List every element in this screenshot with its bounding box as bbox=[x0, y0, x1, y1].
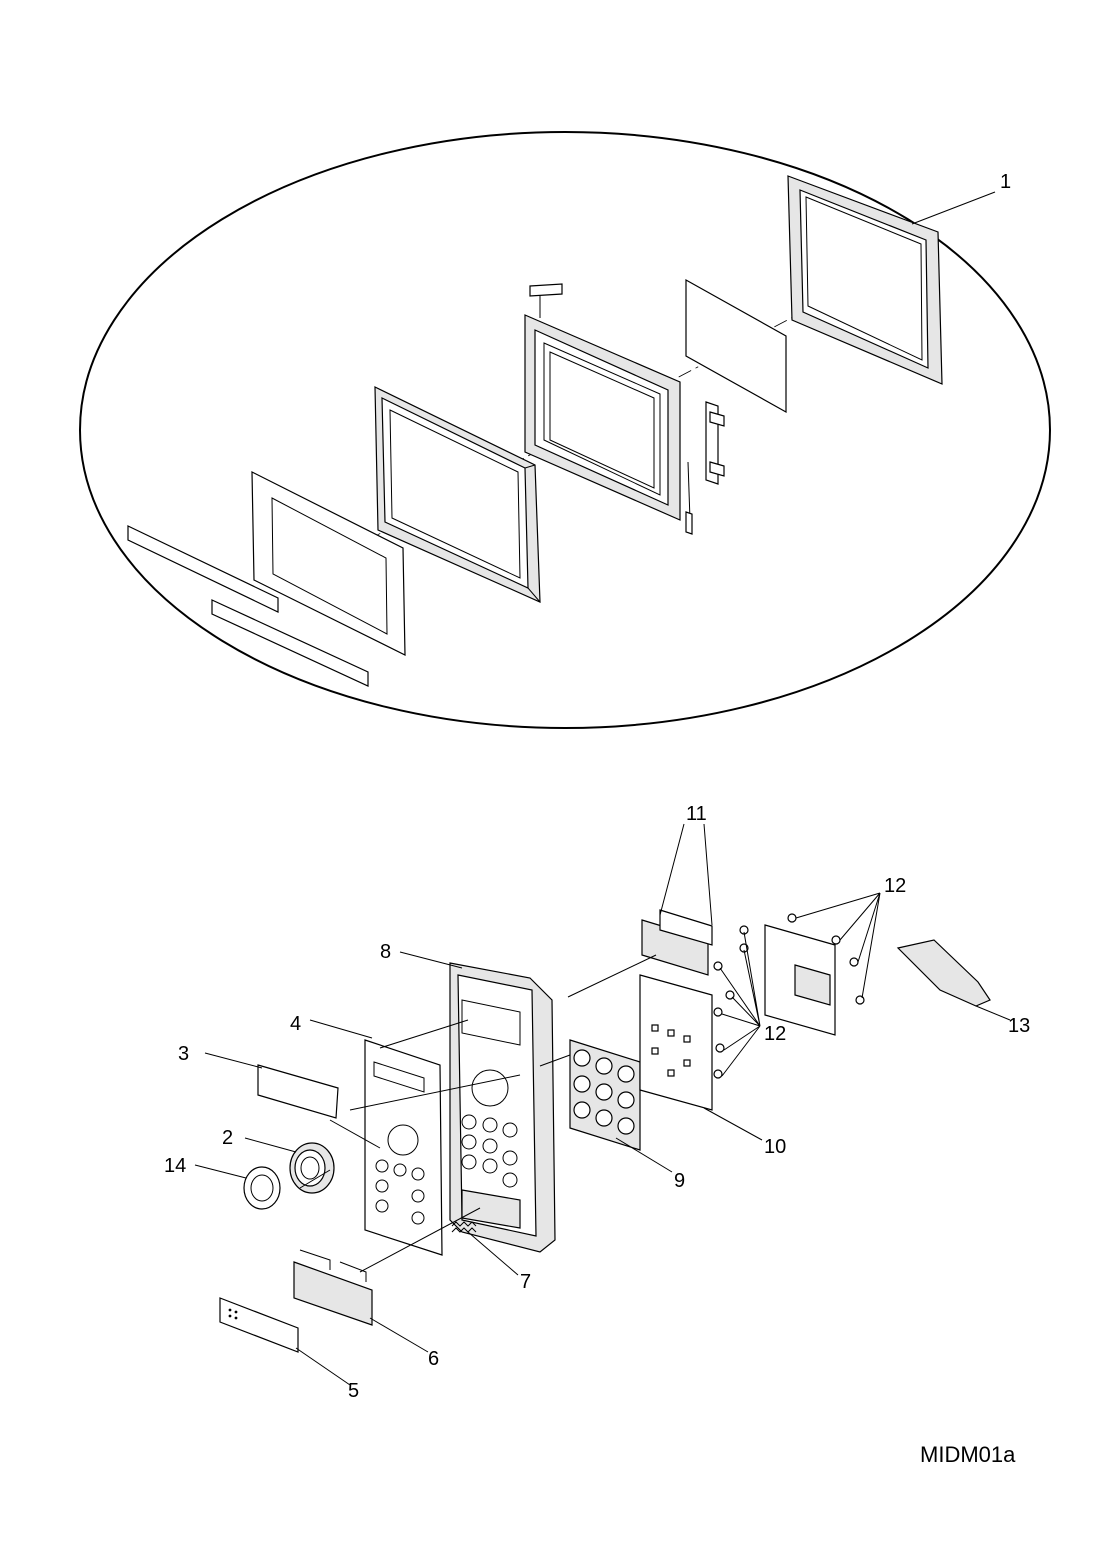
display-window bbox=[257, 1064, 339, 1119]
door-outer-frame bbox=[374, 386, 541, 603]
control-pcb bbox=[639, 974, 713, 1111]
leader-line-12b bbox=[795, 892, 881, 999]
callout-8: 8 bbox=[380, 941, 391, 963]
callout-9: 9 bbox=[674, 1170, 685, 1192]
callout-13: 13 bbox=[1008, 1015, 1030, 1037]
callout-5: 5 bbox=[348, 1380, 359, 1402]
control-panel-overlay bbox=[364, 1039, 443, 1256]
power-pcb bbox=[764, 924, 836, 1036]
leader-line-2 bbox=[244, 1137, 297, 1153]
door-trim-strip-upper bbox=[127, 525, 279, 613]
drawing-reference: MIDM01a bbox=[920, 1442, 1016, 1467]
door-assembly-outline bbox=[79, 131, 1051, 729]
choke-glass-plate bbox=[685, 278, 787, 414]
door-frame-rear bbox=[787, 175, 943, 385]
callout-1: 1 bbox=[1000, 171, 1011, 193]
callout-14: 14 bbox=[164, 1155, 186, 1177]
door-latch-hook bbox=[705, 401, 725, 485]
leader-line-14 bbox=[194, 1164, 247, 1179]
leader-line-3 bbox=[204, 1052, 263, 1069]
leader-line-1 bbox=[911, 191, 996, 225]
callout-11: 11 bbox=[686, 803, 707, 825]
mounting-bracket bbox=[896, 939, 991, 1007]
leader-line-12a bbox=[719, 931, 761, 1077]
panel-axis-a bbox=[567, 954, 657, 998]
knob-cap bbox=[243, 1166, 281, 1210]
button-frame-bracket bbox=[293, 1249, 373, 1326]
panel-axis-b bbox=[539, 1054, 571, 1067]
keypad-membrane bbox=[569, 1039, 641, 1151]
panel-axis-e bbox=[329, 1119, 381, 1149]
callout-12a: 12 bbox=[764, 1023, 786, 1045]
door-front-glass bbox=[251, 471, 406, 656]
control-panel-housing bbox=[449, 962, 556, 1253]
panel-axis-g bbox=[359, 1207, 481, 1273]
callout-4: 4 bbox=[290, 1013, 301, 1035]
leader-line-11 bbox=[659, 823, 713, 926]
latch-spring bbox=[685, 461, 693, 535]
callout-10: 10 bbox=[764, 1136, 786, 1158]
button-strip bbox=[219, 1297, 299, 1353]
callout-3: 3 bbox=[178, 1043, 189, 1065]
door-hinge-top bbox=[529, 283, 563, 318]
display-module bbox=[641, 909, 713, 976]
door-trim-strip-lower bbox=[211, 599, 369, 687]
panel-axis-d bbox=[349, 1074, 521, 1111]
callout-7: 7 bbox=[520, 1271, 531, 1293]
leader-line-6 bbox=[369, 1317, 429, 1353]
panel-axis-f bbox=[299, 1169, 331, 1189]
callout-6: 6 bbox=[428, 1348, 439, 1370]
callout-2: 2 bbox=[222, 1127, 233, 1149]
door-assembly-group: 1 bbox=[79, 131, 1051, 729]
leader-line-5 bbox=[295, 1347, 351, 1386]
panel-axis-c bbox=[379, 1019, 469, 1049]
button-spring bbox=[451, 1221, 477, 1233]
leader-line-9 bbox=[615, 1137, 673, 1173]
inner-door-panel bbox=[524, 314, 681, 521]
control-knob bbox=[289, 1142, 335, 1194]
callout-12b: 12 bbox=[884, 875, 906, 897]
leader-line-13 bbox=[975, 1005, 1011, 1021]
control-panel-group: 8 4 3 2 14 7 6 5 9 10 11 12 12 13 bbox=[164, 803, 1030, 1402]
leader-line-8 bbox=[399, 951, 463, 969]
leader-line-10 bbox=[703, 1107, 763, 1141]
leader-line-4 bbox=[309, 1019, 373, 1039]
leader-line-7 bbox=[467, 1231, 519, 1276]
